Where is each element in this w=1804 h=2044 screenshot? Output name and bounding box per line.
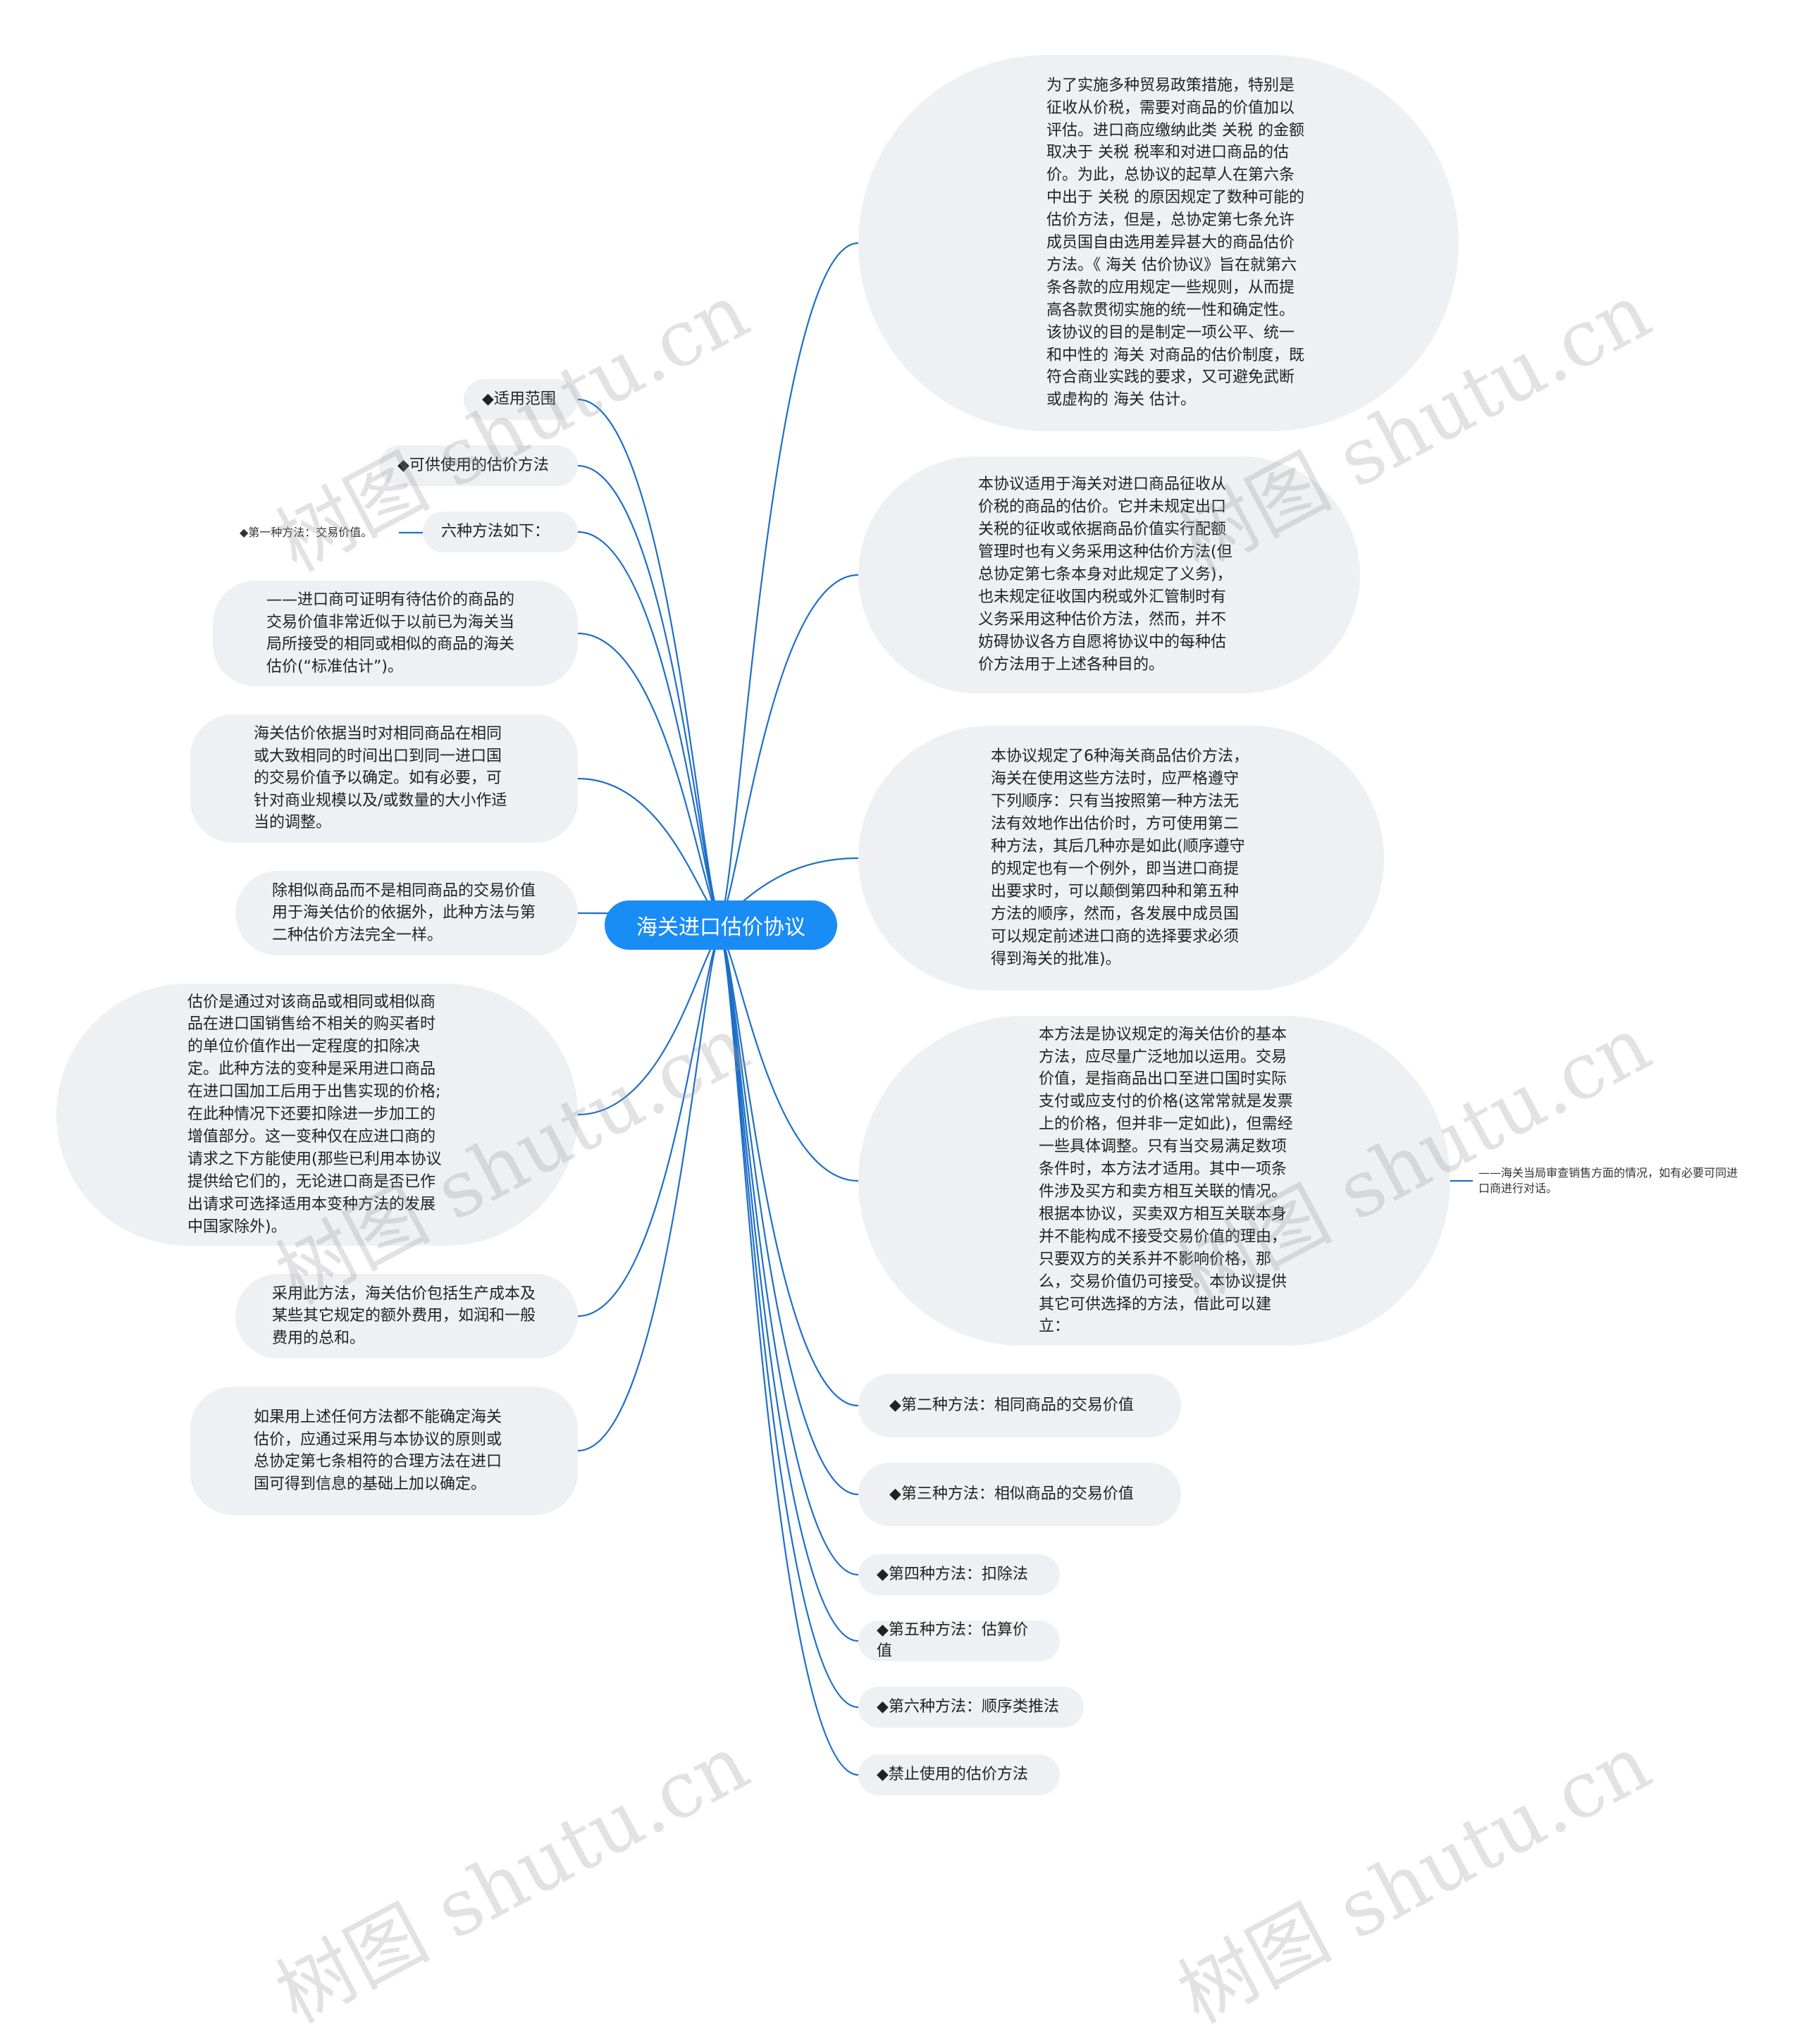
node-text: ◆适用范围 [482,390,556,408]
left-node-fallback[interactable]: 如果用上述任何方法都不能确定海关估价，应通过采用与本协议的原则或总协定第七条相符… [190,1387,578,1515]
connector-line [719,936,859,1496]
node-text: 六种方法如下： [441,523,550,540]
left-node-available-methods[interactable]: ◆可供使用的估价方法 [379,445,578,486]
node-text: 估价是通过对该商品或相同或相似商品在进口国销售给不相关的购买者时的单位价值作出一… [187,993,442,1236]
right-node-scope[interactable]: 本协议适用于海关对进口商品征收从价税的商品的估价。它并未规定出口关税的征收或依据… [858,457,1360,693]
root-label: 海关进口估价协议 [636,915,805,940]
right-child-note[interactable]: ——海关当局审查销售方面的情况，如有必要可同进口商进行对话。 [1478,1166,1738,1195]
node-text: 本方法是协议规定的海关估价的基本方法，应尽量广泛地加以运用。交易价值，是指商品出… [1039,1025,1293,1336]
node-text: ◆第二种方法：相同商品的交易价值 [889,1396,1134,1415]
node-text: ◆第三种方法：相似商品的交易价值 [889,1485,1134,1504]
node-text: ◆第四种方法：扣除法 [877,1566,1028,1583]
node-text: ——进口商可证明有待估价的商品的交易价值非常近似于以前已为海关当局所接受的相同或… [266,591,515,676]
node-text: 海关估价依据当时对相同商品在相同或大致相同的时间出口到同一进口国的交易价值予以确… [254,725,507,832]
right-node-method-two[interactable]: ◆第二种方法：相同商品的交易价值 [858,1374,1181,1437]
connector-line [719,242,859,917]
connector-line [719,936,859,1407]
node-text: ◆第六种方法：顺序类推法 [877,1698,1059,1716]
connector-line [577,936,722,1452]
connector-line [577,936,722,1318]
connector-line [577,464,722,917]
left-node-computed[interactable]: 采用此方法，海关估价包括生产成本及某些其它规定的额外费用，如润和一般费用的总和。 [235,1274,578,1358]
left-node-scope[interactable]: ◆适用范围 [464,379,578,420]
left-node-similar-goods[interactable]: 除相似商品而不是相同商品的交易价值用于海关估价的依据外，此种方法与第二种估价方法… [235,871,578,955]
right-node-method-one[interactable]: 本方法是协议规定的海关估价的基本方法，应尽量广泛地加以运用。交易价值，是指商品出… [858,1016,1450,1346]
connector-line [577,398,722,917]
left-node-deductive[interactable]: 估价是通过对该商品或相同或相似商品在进口国销售给不相关的购买者时的单位价值作出一… [56,984,578,1246]
right-node-prohibited[interactable]: ◆禁止使用的估价方法 [858,1754,1060,1795]
connector-line [719,574,859,917]
node-text: 如果用上述任何方法都不能确定海关估价，应通过采用与本协议的原则或总协定第七条相符… [254,1408,502,1493]
node-text: ◆第五种方法：估算价值 [877,1621,1028,1660]
right-node-method-four[interactable]: ◆第四种方法：扣除法 [858,1554,1060,1595]
left-node-identical-goods[interactable]: 海关估价依据当时对相同商品在相同或大致相同的时间出口到同一进口国的交易价值予以确… [190,714,578,843]
connector-line [719,936,859,1182]
root-node[interactable]: 海关进口估价协议 [605,900,837,950]
connector-line [577,531,722,917]
connector-line [719,936,859,1776]
right-node-method-five[interactable]: ◆第五种方法：估算价值 [858,1621,1060,1661]
node-text: 除相似商品而不是相同商品的交易价值用于海关估价的依据外，此种方法与第二种估价方法… [272,881,536,944]
connector-line [577,632,721,917]
node-text: 本协议规定了6种海关商品估价方法，海关在使用这些方法时，应严格遵守下列顺序：只有… [991,748,1249,968]
node-text: 采用此方法，海关估价包括生产成本及某些其它规定的额外费用，如润和一般费用的总和。 [272,1284,536,1347]
left-node-six-methods[interactable]: 六种方法如下： [423,512,578,552]
right-node-order[interactable]: 本协议规定了6种海关商品估价方法，海关在使用这些方法时，应严格遵守下列顺序：只有… [858,726,1384,991]
left-child-method-one[interactable]: ◆第一种方法：交易价值。 [240,526,373,539]
right-node-method-six[interactable]: ◆第六种方法：顺序类推法 [858,1687,1084,1728]
connector-lines [399,242,1473,1776]
right-node-intro[interactable]: 为了实施多种贸易政策措施，特别是征收从价税，需要对商品的价值加以评估。进口商应缴… [858,55,1459,431]
node-text: ◆禁止使用的估价方法 [877,1766,1028,1783]
right-node-method-three[interactable]: ◆第三种方法：相似商品的交易价值 [858,1463,1181,1526]
node-text: ◆可供使用的估价方法 [397,457,549,474]
node-text: 本协议适用于海关对进口商品征收从价税的商品的估价。它并未规定出口关税的征收或依据… [978,476,1232,674]
connector-line [719,936,859,1576]
left-node-standard-estimate[interactable]: ——进口商可证明有待估价的商品的交易价值非常近似于以前已为海关当局所接受的相同或… [213,581,578,686]
connector-line [719,936,859,1709]
node-text: 为了实施多种贸易政策措施，特别是征收从价税，需要对商品的价值加以评估。进口商应缴… [1046,76,1304,409]
